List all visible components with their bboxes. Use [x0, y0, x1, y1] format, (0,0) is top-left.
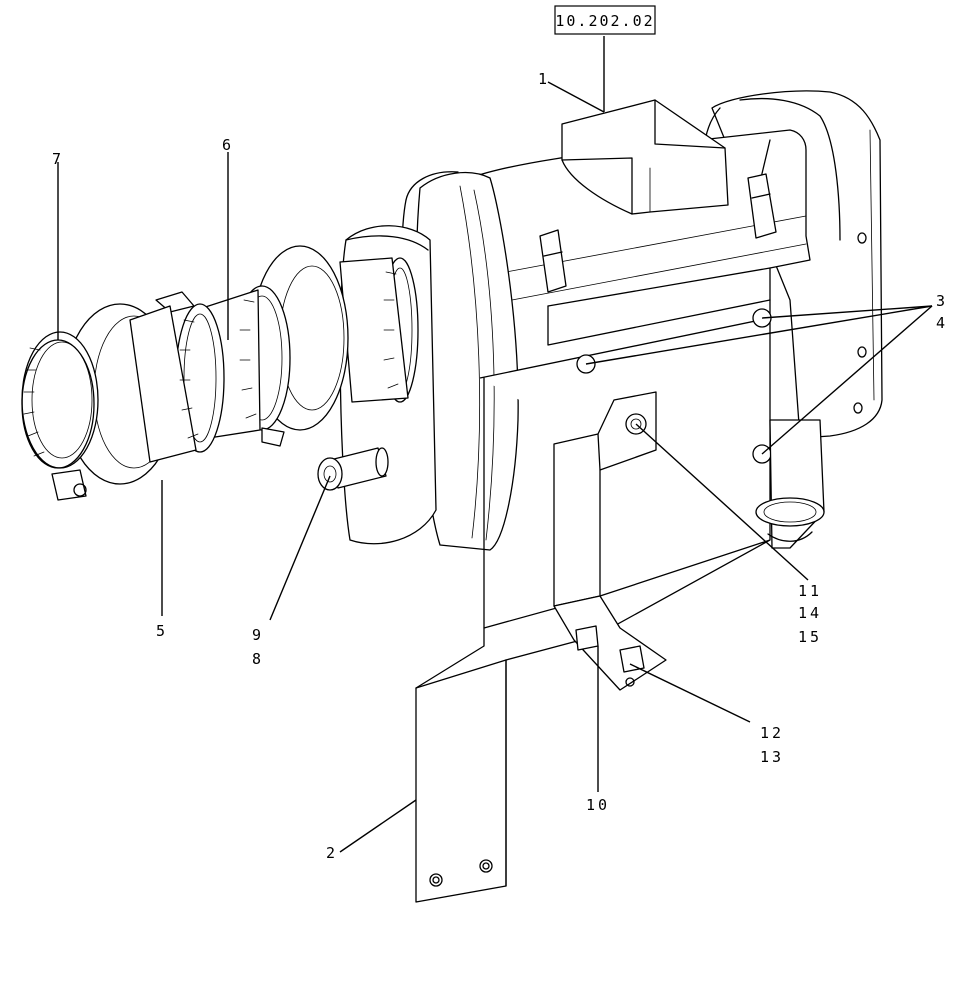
housing-end-cap — [401, 171, 519, 551]
callout-12: 12 — [760, 724, 784, 742]
callout-10: 10 — [586, 796, 610, 814]
callout-5: 5 — [156, 622, 168, 640]
reference-callout: 10.202.02 — [554, 5, 656, 35]
reference-text: 10.202.02 — [555, 12, 654, 30]
housing-latches — [539, 173, 777, 293]
callout-6: 6 — [222, 136, 234, 154]
callout-3: 3 — [936, 292, 948, 310]
callout-4: 4 — [936, 314, 948, 332]
callout-1: 1 — [538, 70, 550, 88]
outlet-spout — [755, 419, 825, 549]
callout-labels: 1 2 3 4 5 6 7 8 9 10 11 12 13 14 15 — [52, 70, 948, 862]
top-box — [561, 99, 729, 215]
callout-14: 14 — [798, 604, 822, 622]
callout-11: 11 — [798, 582, 822, 600]
callout-13: 13 — [760, 748, 784, 766]
callout-8: 8 — [252, 650, 264, 668]
leader-lines — [57, 36, 933, 853]
callout-15: 15 — [798, 628, 822, 646]
callout-7: 7 — [52, 150, 64, 168]
callout-9: 9 — [252, 626, 264, 644]
restriction-indicator — [317, 447, 389, 491]
intake-hose-assembly — [21, 245, 419, 501]
callout-2: 2 — [326, 844, 338, 862]
